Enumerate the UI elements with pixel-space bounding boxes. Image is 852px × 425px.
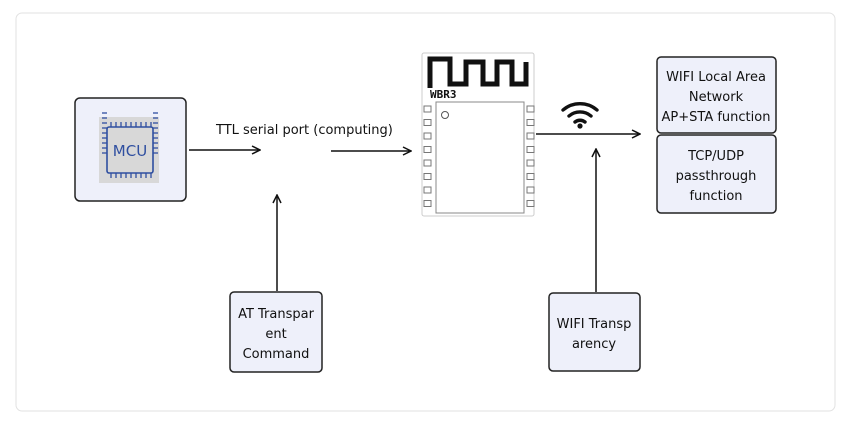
wifi-lan-line-3: AP+STA function: [662, 110, 771, 125]
module-pad: [526, 186, 535, 194]
module-shield: [435, 101, 525, 214]
module-pad: [423, 132, 432, 140]
wifi-transparency-box: WIFI Transp arency: [548, 292, 641, 372]
antenna-trace: [427, 56, 529, 88]
wifi-lan-line-1: WIFI Local Area: [666, 70, 766, 85]
wbr3-module: WBR3: [421, 52, 535, 217]
at-command-line-2: ent: [265, 327, 286, 342]
module-pad: [423, 119, 432, 126]
module-pads: [423, 105, 535, 207]
module-pin1-mark: [441, 111, 449, 119]
mcu-label: MCU: [113, 142, 147, 160]
at-command-line-3: Command: [243, 347, 310, 362]
module-pad: [423, 146, 432, 153]
wifi-icon: [561, 102, 599, 129]
tcp-udp-line-1: TCP/UDP: [687, 149, 744, 164]
wifi-lan-line-2: Network: [689, 90, 744, 105]
tcp-udp-line-2: passthrough: [676, 169, 757, 184]
wifi-lan-box: WIFI Local Area Network AP+STA function: [656, 56, 777, 134]
module-pad: [423, 173, 432, 180]
module-pad: [423, 186, 432, 194]
tcp-udp-box: TCP/UDP passthrough function: [656, 134, 777, 214]
module-pad: [526, 159, 535, 167]
module-pad: [526, 105, 535, 113]
mcu-box: MCU: [74, 97, 187, 202]
chip-icon: MCU: [99, 112, 159, 183]
module-pad: [526, 119, 535, 126]
module-pad: [526, 132, 535, 140]
module-pad: [423, 105, 432, 113]
module-label: WBR3: [430, 88, 457, 101]
module-pad: [526, 146, 535, 153]
module-pad: [526, 200, 535, 207]
at-command-box: AT Transpar ent Command: [229, 291, 323, 373]
module-pad: [423, 159, 432, 167]
module-pad: [423, 200, 432, 207]
wifi-transparency-line-1: WIFI Transp: [557, 317, 632, 332]
tcp-udp-line-3: function: [689, 189, 742, 204]
module-pad: [526, 173, 535, 180]
wifi-transparency-line-2: arency: [572, 337, 616, 352]
serial-port-label: TTL serial port (computing): [215, 123, 393, 138]
at-command-line-1: AT Transpar: [238, 307, 315, 322]
